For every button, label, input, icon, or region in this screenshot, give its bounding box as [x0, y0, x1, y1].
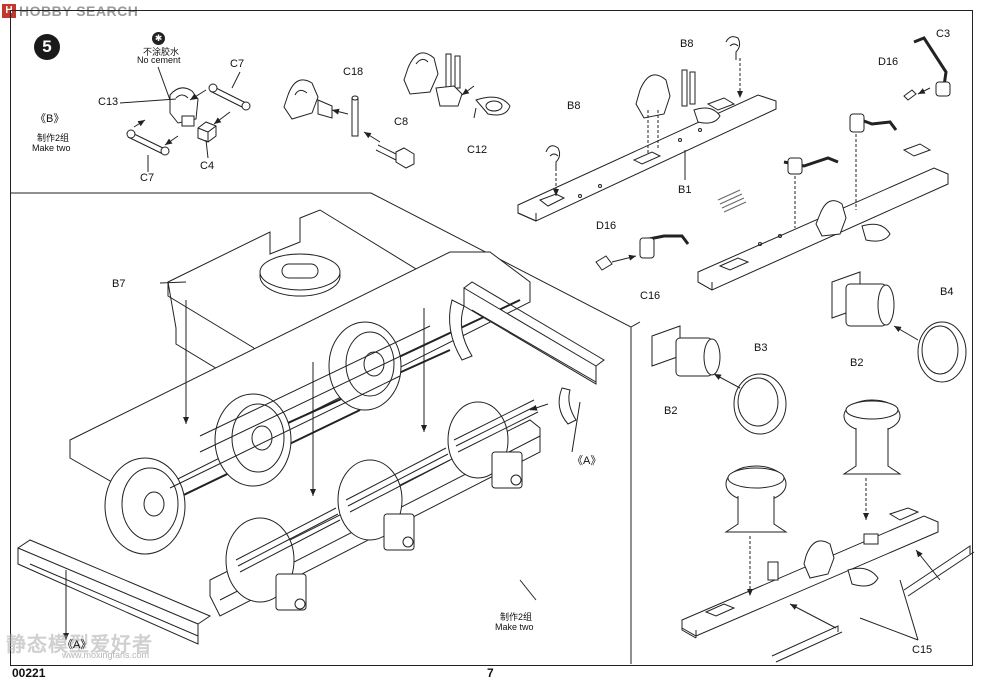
c12-hook-assembly — [403, 52, 511, 116]
c3-on-plate-right — [849, 113, 898, 210]
c13-coupler-part — [169, 87, 199, 127]
no-cement-label-cn: 不涂胶水 — [143, 47, 180, 57]
watermark-cn: 静态模型爱好者 — [6, 634, 153, 656]
c7-link-top — [208, 83, 251, 111]
part-label-d16-right: D16 — [878, 56, 899, 68]
b4-buffer-head — [917, 321, 967, 383]
outer-frame — [10, 10, 973, 666]
c7-link-bottom — [126, 129, 170, 156]
footer-product-code: 00221 — [12, 666, 46, 680]
part-label-b8-top: B8 — [680, 38, 694, 50]
c15-grab-rails — [771, 545, 975, 663]
part-label-c7-top: C7 — [230, 58, 245, 70]
step-number-badge: 5 — [34, 34, 60, 60]
bogie-frame — [69, 251, 541, 617]
c16-pipe — [595, 234, 690, 271]
no-cement-label-en: No cement — [137, 55, 181, 65]
part-label-c16: C16 — [640, 290, 661, 302]
make-two-en-main: Make two — [495, 622, 534, 632]
b1-buffer-beam — [517, 69, 777, 222]
sub-assembly-b-ref: 《B》 — [35, 113, 65, 125]
part-label-b4: B4 — [940, 286, 954, 298]
footer-page-number: 7 — [487, 666, 494, 680]
part-label-c18: C18 — [343, 66, 364, 78]
b2-buffer-right — [831, 271, 895, 327]
part-label-b7: B7 — [112, 278, 126, 290]
hobby-search-logo: H HOBBY SEARCH — [2, 2, 138, 20]
b8-hook-left — [545, 145, 561, 170]
make-two-cn-b: 制作2组 — [37, 133, 70, 143]
no-cement-icon: ✱ — [152, 32, 165, 45]
b7-bolster-plate — [167, 209, 435, 397]
make-two-en-b: Make two — [32, 143, 71, 153]
part-label-b1: B1 — [678, 184, 692, 196]
part-label-c3: C3 — [936, 28, 951, 40]
front-buffer-beam-a — [17, 539, 212, 645]
part-label-d16-mid: D16 — [596, 220, 617, 232]
main-assembly-ref-a-bottom: 《A》 — [62, 639, 92, 651]
c4-block — [197, 121, 217, 143]
part-label-c4: C4 — [200, 160, 215, 172]
c3-pipe — [913, 36, 951, 97]
main-assembly-ref-a: 《A》 — [572, 455, 602, 467]
c18-c8-coupler — [283, 79, 415, 169]
buffer-column-left — [724, 465, 788, 596]
b2-buffer-left — [651, 325, 721, 377]
logo-text: HOBBY SEARCH — [19, 3, 139, 19]
part-label-b3: B3 — [754, 342, 768, 354]
b3-buffer-head — [733, 373, 787, 435]
make-two-cn-main: 制作2组 — [500, 612, 533, 622]
d16-small-right — [903, 89, 917, 101]
part-label-c15: C15 — [912, 644, 933, 656]
watermark-url: www.moxingfans.com — [62, 650, 150, 660]
c3-on-plate-left — [783, 156, 839, 228]
buffer-column-right — [842, 399, 902, 520]
step-direction-arrow — [717, 189, 747, 213]
rear-buffer-beam-a — [449, 281, 605, 425]
b8-hook-top — [725, 36, 741, 60]
part-label-b2-left: B2 — [664, 405, 678, 417]
part-label-b8-left: B8 — [567, 100, 581, 112]
right-buffer-beam — [697, 143, 949, 291]
part-label-c13: C13 — [98, 96, 119, 108]
part-label-c7-bottom: C7 — [140, 172, 155, 184]
logo-mark-icon: H — [2, 4, 16, 18]
part-label-c12: C12 — [467, 144, 488, 156]
part-label-c8: C8 — [394, 116, 409, 128]
part-label-b2-right: B2 — [850, 357, 864, 369]
bottom-right-buffer-beam — [681, 507, 939, 639]
